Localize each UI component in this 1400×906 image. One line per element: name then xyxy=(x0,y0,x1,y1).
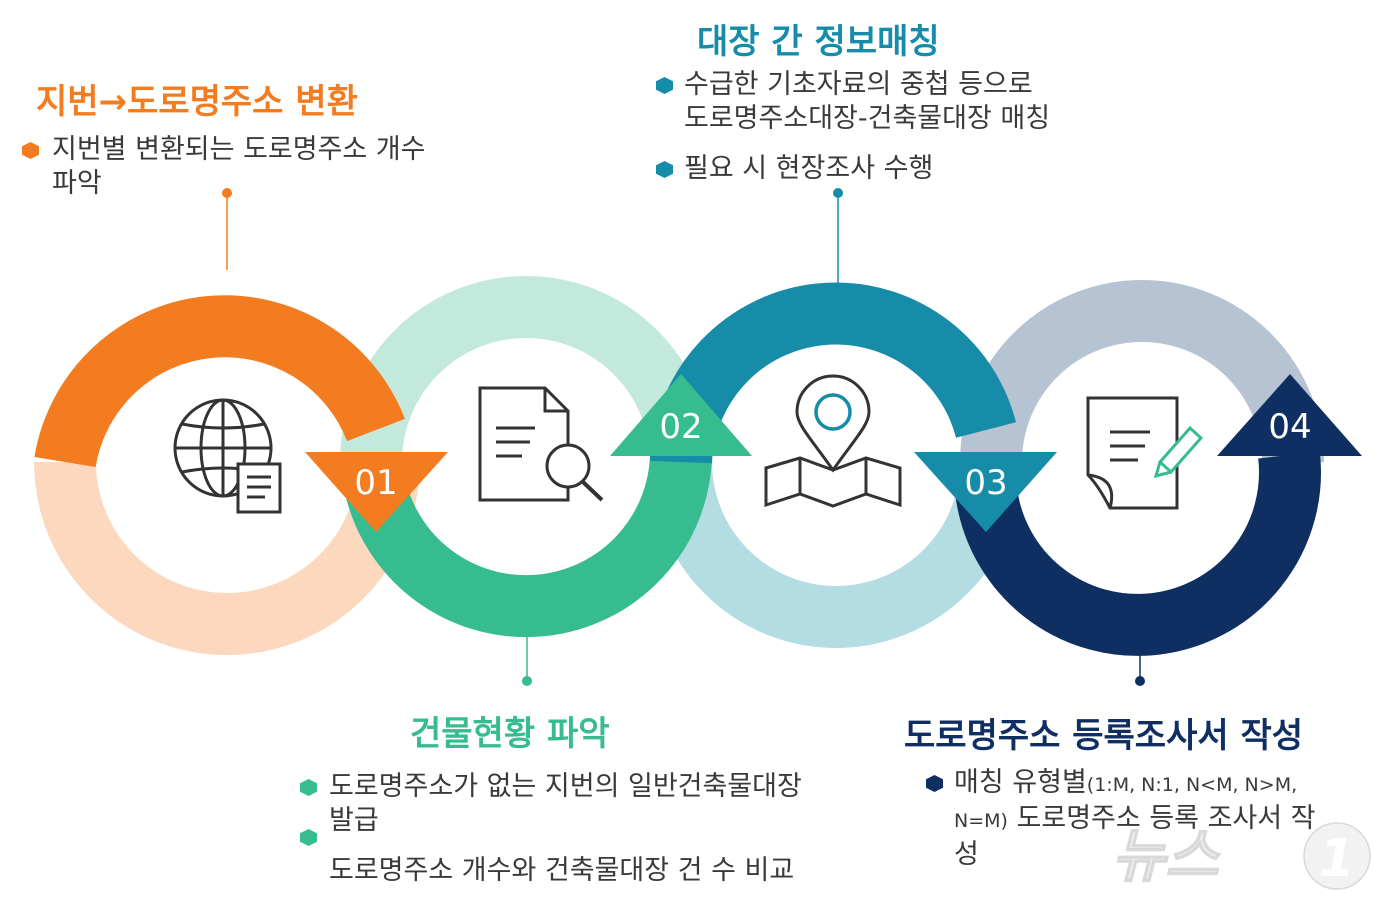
step-03-bullet: 필요 시 현장조사 수행 xyxy=(656,152,933,186)
bullet-line: 매칭 유형별(1:M, N:1, N<M, N>M, xyxy=(954,766,1394,802)
step-03-bullet: 수급한 기초자료의 중첩 등으로 도로명주소대장-건축물대장 매칭 xyxy=(656,68,1050,136)
svg-text:뉴스: 뉴스 xyxy=(1112,822,1221,890)
hexagon-bullet-icon xyxy=(300,829,317,846)
step-01-title: 지번→도로명주소 변환 xyxy=(36,82,358,122)
bullet-small-text: (1:M, N:1, N<M, N>M, xyxy=(1086,774,1298,796)
step-number-01: 01 xyxy=(354,463,397,503)
step-02-bullet: 도로명주소가 없는 지번의 일반건축물대장 발급 xyxy=(300,770,802,838)
bullet-line: 도로명주소가 없는 지번의 일반건축물대장 xyxy=(329,771,802,802)
bullet-line: N=M) 도로명주소 등록 조사서 작 xyxy=(954,802,1394,838)
step-number-04: 04 xyxy=(1268,407,1311,447)
hexagon-bullet-icon xyxy=(926,775,943,792)
step-02-title: 건물현황 파악 xyxy=(410,714,610,754)
ring-02-solid-half xyxy=(346,453,712,638)
hexagon-bullet-icon xyxy=(656,161,673,178)
news1-watermark-logo: 뉴스 1 xyxy=(1112,821,1371,891)
bullet-small-text: N=M) xyxy=(954,810,1008,832)
connector-02 xyxy=(522,618,532,686)
bullet-line: 도로명주소 개수와 건축물대장 건 수 비교 xyxy=(329,855,795,886)
step-03-title: 대장 간 정보매칭 xyxy=(697,22,940,62)
globe-document-icon xyxy=(173,398,282,514)
connector-01 xyxy=(222,188,232,270)
bullet-line: 필요 시 현장조사 수행 xyxy=(684,153,934,184)
hexagon-bullet-icon xyxy=(656,77,673,94)
ring-04-solid-half xyxy=(955,451,1321,656)
bullet-text: 매칭 유형별 xyxy=(954,767,1087,798)
arrow-01 xyxy=(305,452,448,532)
hexagon-bullet-icon xyxy=(22,142,39,159)
bullet-line: 지번별 변환되는 도로명주소 개수 xyxy=(52,134,426,165)
step-number-02: 02 xyxy=(659,407,702,447)
step-01-bullet: 지번별 변환되는 도로명주소 개수 파악 xyxy=(22,133,426,201)
svg-text:1: 1 xyxy=(1319,829,1355,889)
arrow-02 xyxy=(610,374,752,456)
ring-01-solid-half xyxy=(34,295,405,468)
document-search-icon xyxy=(478,386,604,502)
step-02-bullet: 도로명주소 개수와 건축물대장 건 수 비교 xyxy=(300,829,795,888)
document-pen-icon xyxy=(1086,396,1204,510)
bullet-line: 성 xyxy=(954,839,979,870)
connector-03 xyxy=(833,188,843,285)
arrow-04 xyxy=(1217,374,1362,456)
step-04-title: 도로명주소 등록조사서 작성 xyxy=(904,716,1304,756)
bullet-line: 파악 xyxy=(52,168,102,199)
hexagon-bullet-icon xyxy=(300,779,317,796)
bullet-line: 수급한 기초자료의 중첩 등으로 xyxy=(684,69,1033,100)
bullet-text: 도로명주소 등록 조사서 작 xyxy=(1007,803,1316,834)
connector-04 xyxy=(1135,620,1145,686)
bullet-line: 발급 xyxy=(329,805,379,836)
bullet-line: 도로명주소대장-건축물대장 매칭 xyxy=(684,103,1051,134)
arrow-03 xyxy=(914,452,1057,532)
map-pin-icon xyxy=(764,374,902,508)
step-04-bullet: 매칭 유형별(1:M, N:1, N<M, N>M, N=M) 도로명주소 등록… xyxy=(926,766,1394,872)
step-number-03: 03 xyxy=(964,463,1007,503)
